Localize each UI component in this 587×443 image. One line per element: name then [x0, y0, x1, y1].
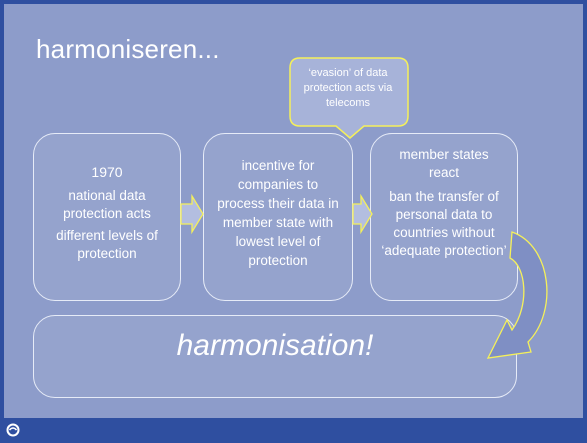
swirl-logo-icon [6, 423, 20, 437]
slide-title: harmoniseren... [36, 34, 220, 64]
box-harmonisation: harmonisation! [33, 315, 517, 398]
arrow-right-1-icon [180, 193, 204, 235]
box1-year: 1970 [91, 164, 123, 180]
callout-text: ‘evasion’ of data protection acts via te… [303, 67, 393, 109]
curved-arrow-icon [486, 231, 548, 359]
arrow-right-2-icon [352, 193, 373, 235]
box1-line2: different levels of protection [56, 228, 158, 261]
box2-text: incentive for companies to process their… [217, 158, 339, 268]
box-incentive: incentive for companies to process their… [203, 133, 353, 301]
box-1970: 1970 national data protection acts diffe… [33, 133, 181, 301]
box1-line1: national data protection acts [63, 188, 151, 221]
box3-line1: member states react [399, 147, 489, 180]
box3-line2: ban the transfer of personal data to cou… [381, 189, 507, 258]
